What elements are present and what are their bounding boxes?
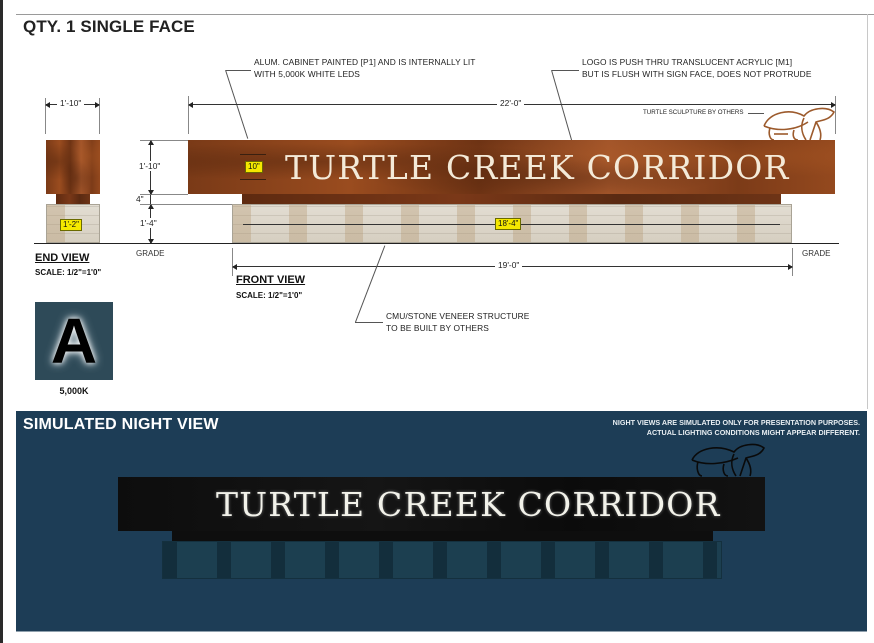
night-view-disclaimer: NIGHT VIEWS ARE SIMULATED ONLY FOR PRESE…	[612, 418, 860, 437]
base-width-dimension: 19'-0"	[495, 260, 523, 270]
height-ext-base	[140, 204, 232, 205]
logo-note: LOGO IS PUSH THRU TRANSLUCENT ACRYLIC [M…	[582, 57, 812, 79]
letter-height-ext-bottom	[240, 179, 266, 180]
page-right-rule	[867, 14, 868, 409]
night-view-reveal	[172, 531, 713, 541]
height-ext-mid	[140, 194, 188, 195]
front-overall-ext-right	[835, 96, 836, 134]
end-view-reveal	[56, 194, 90, 204]
night-view-cabinet	[118, 477, 765, 531]
base-height-dimension: 1'-4"	[137, 218, 160, 228]
turtle-note: TURTLE SCULPTURE BY OTHERS	[643, 109, 744, 116]
led-badge-letter: A	[50, 305, 98, 377]
reveal-height-dimension: 4"	[136, 194, 144, 204]
turtle-note-leader	[748, 113, 764, 114]
page-left-border	[0, 0, 3, 643]
base-width-ext-left	[232, 248, 233, 276]
cabinet-height-dimension: 1'-10"	[136, 161, 164, 171]
front-view-cabinet	[188, 140, 835, 194]
end-view-scale: SCALE: 1/2"=1'0"	[35, 268, 102, 277]
night-view-sign-text: TURTLE CREEK CORRIDOR	[216, 485, 721, 524]
base-note: CMU/STONE VENEER STRUCTURE TO BE BUILT B…	[386, 311, 530, 333]
title-rule	[16, 14, 874, 15]
front-view-sign-text: TURTLE CREEK CORRIDOR	[285, 148, 790, 187]
grade-label-left: GRADE	[136, 249, 165, 258]
front-view-label: FRONT VIEW	[236, 274, 306, 286]
end-view-label: END VIEW	[35, 252, 90, 264]
front-view-scale: SCALE: 1/2"=1'0"	[236, 291, 303, 300]
page-title: QTY. 1 SINGLE FACE	[23, 17, 195, 36]
night-turtle-sculpture-icon	[691, 443, 766, 477]
base-note-leader	[355, 245, 386, 323]
grade-label-right: GRADE	[802, 249, 831, 258]
night-view-title: SIMULATED NIGHT VIEW	[23, 416, 219, 433]
turtle-sculpture-icon	[763, 107, 836, 141]
cabinet-note: ALUM. CABINET PAINTED [P1] AND IS INTERN…	[254, 57, 476, 79]
cabinet-note-leader-h	[226, 70, 251, 71]
end-view-base-dimension: 1'-2"	[60, 219, 82, 231]
logo-note-leader-h	[552, 70, 579, 71]
front-view-reveal	[242, 194, 781, 204]
letter-height-ext-top	[240, 154, 266, 155]
night-view-base	[162, 541, 722, 579]
base-inner-dimension: 18'-4"	[495, 218, 522, 230]
led-badge-caption: 5,000K	[59, 386, 89, 396]
letter-height-dimension: 10"	[245, 161, 263, 173]
logo-note-leader	[551, 70, 573, 143]
grade-line	[34, 243, 839, 244]
led-color-badge: A	[35, 302, 113, 380]
end-view-width-dimension: 1'-10"	[57, 98, 85, 108]
end-view-cabinet	[46, 140, 100, 194]
base-note-leader-h	[355, 322, 383, 323]
end-view-ext-right	[99, 98, 100, 134]
base-width-ext-right	[792, 248, 793, 276]
overall-width-dimension: 22'-0"	[497, 98, 525, 108]
front-overall-ext-left	[188, 96, 189, 134]
reveal-height-dimension-line	[150, 195, 151, 204]
end-view-ext-left	[45, 98, 46, 134]
height-ext-top	[140, 140, 188, 141]
